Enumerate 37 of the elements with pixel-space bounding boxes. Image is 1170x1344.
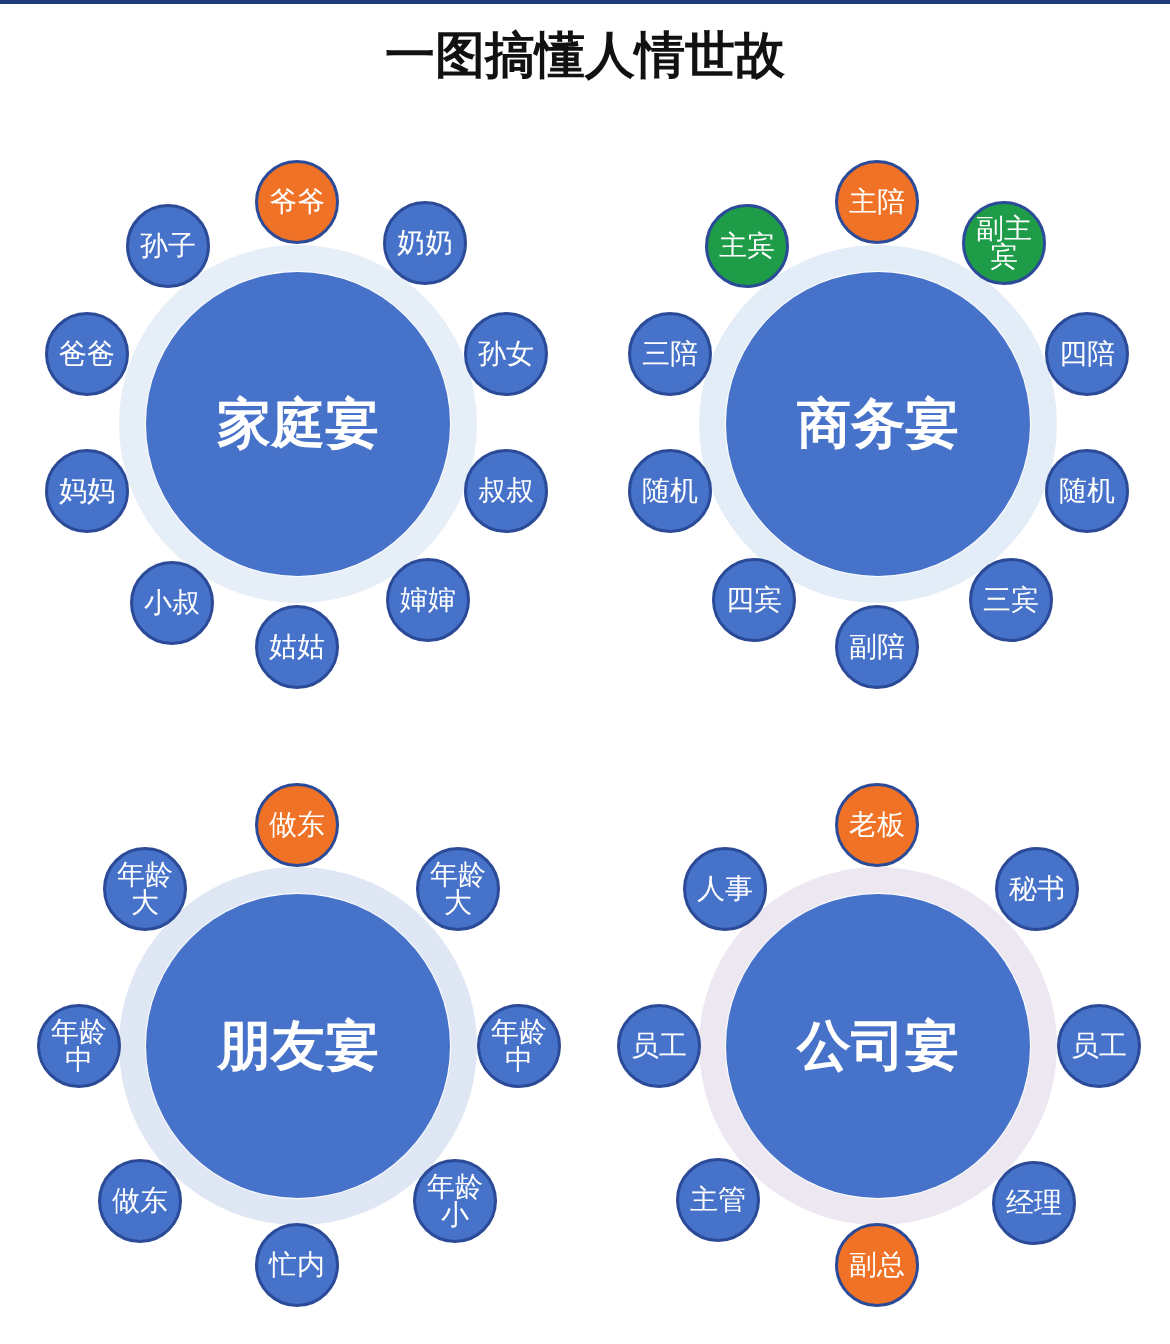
seat-circle: 年龄大 [416, 847, 500, 931]
seat-circle: 做东 [98, 1159, 182, 1243]
seat-circle: 年龄大 [103, 847, 187, 931]
seat-circle: 四宾 [712, 558, 796, 642]
seat-circle: 人事 [683, 847, 767, 931]
seat-circle: 员工 [1057, 1004, 1141, 1088]
seat-circle: 奶奶 [383, 201, 467, 285]
seat-circle: 爷爷 [255, 160, 339, 244]
title: 一图搞懂人情世故 [384, 25, 786, 86]
seat-circle: 随机 [628, 449, 712, 533]
seat-circle: 秘书 [995, 847, 1079, 931]
seat-circle: 四陪 [1045, 312, 1129, 396]
seat-circle: 年龄中 [37, 1004, 121, 1088]
seat-circle: 主宾 [705, 204, 789, 288]
seat-circle: 姑姑 [255, 605, 339, 689]
seat-circle: 三陪 [628, 312, 712, 396]
seat-circle: 主陪 [835, 160, 919, 244]
seat-circle: 主管 [676, 1158, 760, 1242]
seat-circle: 副总 [835, 1223, 919, 1307]
seat-circle: 随机 [1045, 449, 1129, 533]
seat-circle: 副主宾 [962, 201, 1046, 285]
seat-circle: 婶婶 [386, 558, 470, 642]
seat-circle: 经理 [992, 1161, 1076, 1245]
seat-circle: 孙女 [464, 312, 548, 396]
seat-circle: 三宾 [969, 558, 1053, 642]
seat-circle: 老板 [835, 783, 919, 867]
seat-circle: 孙子 [126, 204, 210, 288]
seat-circle: 叔叔 [464, 449, 548, 533]
seat-circle: 小叔 [130, 561, 214, 645]
seat-circle: 员工 [617, 1004, 701, 1088]
seat-circle: 年龄中 [477, 1004, 561, 1088]
seat-circle: 忙内 [255, 1223, 339, 1307]
seat-circle: 副陪 [835, 605, 919, 689]
seat-circle: 妈妈 [45, 449, 129, 533]
seat-circle: 年龄小 [413, 1159, 497, 1243]
seat-circle: 做东 [255, 783, 339, 867]
seat-circle: 爸爸 [45, 312, 129, 396]
